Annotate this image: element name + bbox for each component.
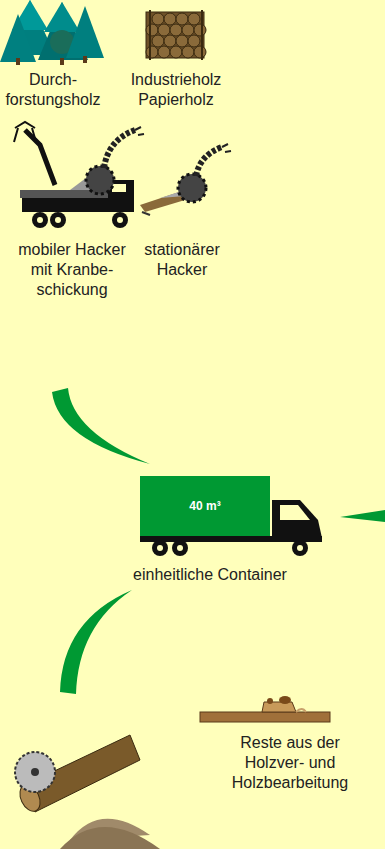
saw-log-icon xyxy=(15,735,160,849)
stationary-chipper-icon xyxy=(140,144,231,215)
flow-arrow xyxy=(340,510,385,522)
mobile-chipper-icon xyxy=(14,122,144,228)
volume-label: 40 m³ xyxy=(140,499,270,513)
flow-arrow xyxy=(52,388,150,464)
forest-icon xyxy=(0,0,104,65)
icon-label: stationärer Hacker xyxy=(144,240,220,280)
plank-plane-icon xyxy=(200,696,330,722)
icon-label: mobiler Hacker mit Kranbe- schickung xyxy=(11,240,133,300)
icon-label: Reste aus der Holzver- und Holzbearbeitu… xyxy=(227,733,353,793)
icon-label: Durch- forstungsholz xyxy=(5,70,100,110)
container-box: 40 m³einheitliche Container xyxy=(140,476,270,536)
log-pile-icon xyxy=(146,10,206,60)
flow-arrow xyxy=(60,590,132,694)
container-caption: einheitliche Container xyxy=(133,565,287,585)
icon-label: Industrieholz Papierholz xyxy=(131,70,222,110)
